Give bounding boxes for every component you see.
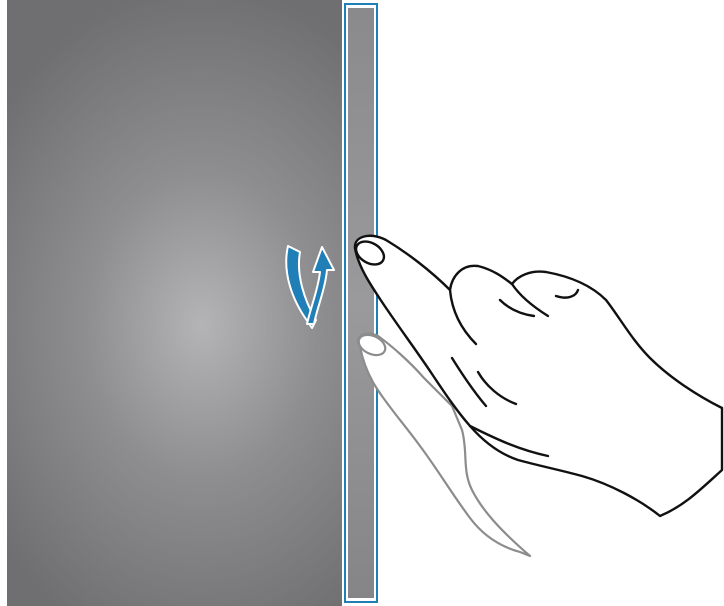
- curved-up-down-arrow-icon: [286, 246, 334, 328]
